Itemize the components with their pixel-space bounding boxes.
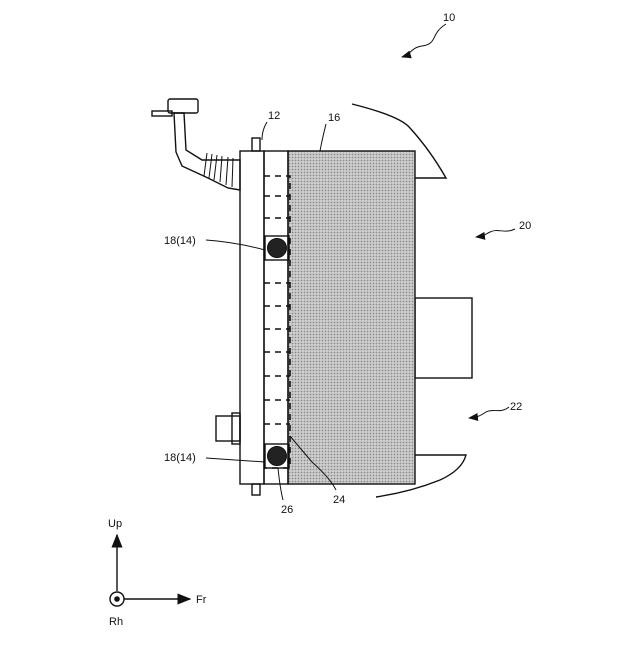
ref-label-24: 24 (333, 494, 345, 506)
hose-ribs (204, 153, 233, 187)
upper-mount-bushing (268, 239, 287, 258)
bottom-fitting (252, 484, 260, 495)
ref-label-26: 26 (281, 504, 293, 516)
ref-label-22: 22 (510, 401, 522, 413)
coordinate-axes: Up Fr Rh (108, 518, 207, 628)
axis-label-up: Up (108, 518, 122, 530)
outlet-pipe (216, 416, 240, 441)
ref-label-18-lower: 18(14) (164, 452, 196, 464)
header-strip (240, 151, 264, 484)
side-bracket (415, 298, 472, 378)
radiator-core (288, 151, 415, 484)
axis-label-front: Fr (196, 594, 207, 606)
outlet-pipe-flange (232, 413, 240, 444)
dashed-separators (264, 196, 290, 424)
rh-axis-dot (114, 596, 120, 602)
ref-label-18-upper: 18(14) (164, 235, 196, 247)
reference-arrows (402, 24, 515, 418)
ref-label-10: 10 (443, 12, 455, 24)
filler-hose (174, 113, 240, 190)
left-tank (264, 151, 288, 484)
axis-label-rh: Rh (109, 616, 123, 628)
lower-mount-bushing (268, 447, 287, 466)
top-fitting (252, 138, 260, 151)
ref-label-16: 16 (328, 112, 340, 124)
ref-label-12: 12 (268, 110, 280, 122)
ref-label-20: 20 (519, 220, 531, 232)
